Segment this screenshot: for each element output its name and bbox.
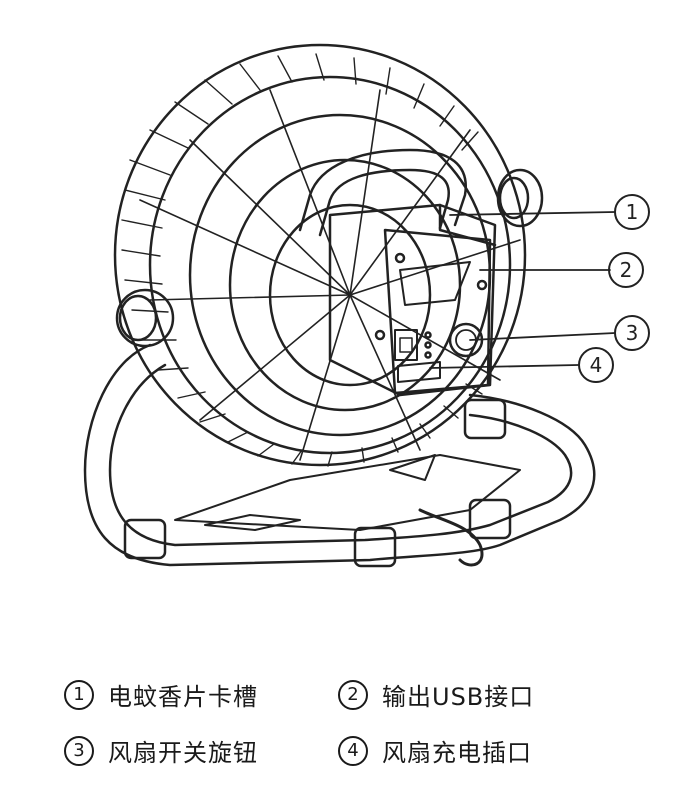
legend-item-3: 3 风扇开关旋钮 — [64, 733, 258, 768]
charging-port — [397, 361, 441, 383]
frame-clamp — [123, 518, 167, 560]
legend-item-4: 4 风扇充电插口 — [338, 733, 532, 768]
callout-number-1: 1 — [626, 200, 639, 224]
legend-number-4: 4 — [338, 735, 368, 766]
fan-guard — [113, 43, 527, 467]
callout-number-4: 4 — [590, 353, 603, 377]
mosquito-pad-slot — [399, 261, 471, 306]
callout-number-2: 2 — [620, 258, 633, 282]
callout-markers — [578, 194, 650, 383]
legend-label-4: 风扇充电插口 — [382, 739, 532, 767]
callout-leaders — [429, 211, 616, 369]
legend-number-3: 3 — [64, 735, 94, 766]
legend-label-2: 输出USB接口 — [382, 683, 535, 711]
legend-number-2: 2 — [338, 679, 368, 710]
legend-item-2: 2 输出USB接口 — [338, 677, 534, 712]
callout-number-3: 3 — [626, 321, 639, 345]
legend-label-1: 电蚊香片卡槽 — [108, 683, 258, 711]
legend-number-1: 1 — [64, 679, 94, 710]
usb-port — [394, 329, 418, 361]
stand-frame — [83, 343, 596, 568]
frame-clamp — [463, 398, 507, 440]
fan-line-drawing: 1 2 3 4 — [83, 43, 650, 568]
legend-label-3: 风扇开关旋钮 — [108, 739, 258, 767]
frame-clamp — [468, 498, 512, 540]
carry-handle — [298, 148, 468, 237]
legend-item-1: 1 电蚊香片卡槽 — [64, 677, 258, 712]
